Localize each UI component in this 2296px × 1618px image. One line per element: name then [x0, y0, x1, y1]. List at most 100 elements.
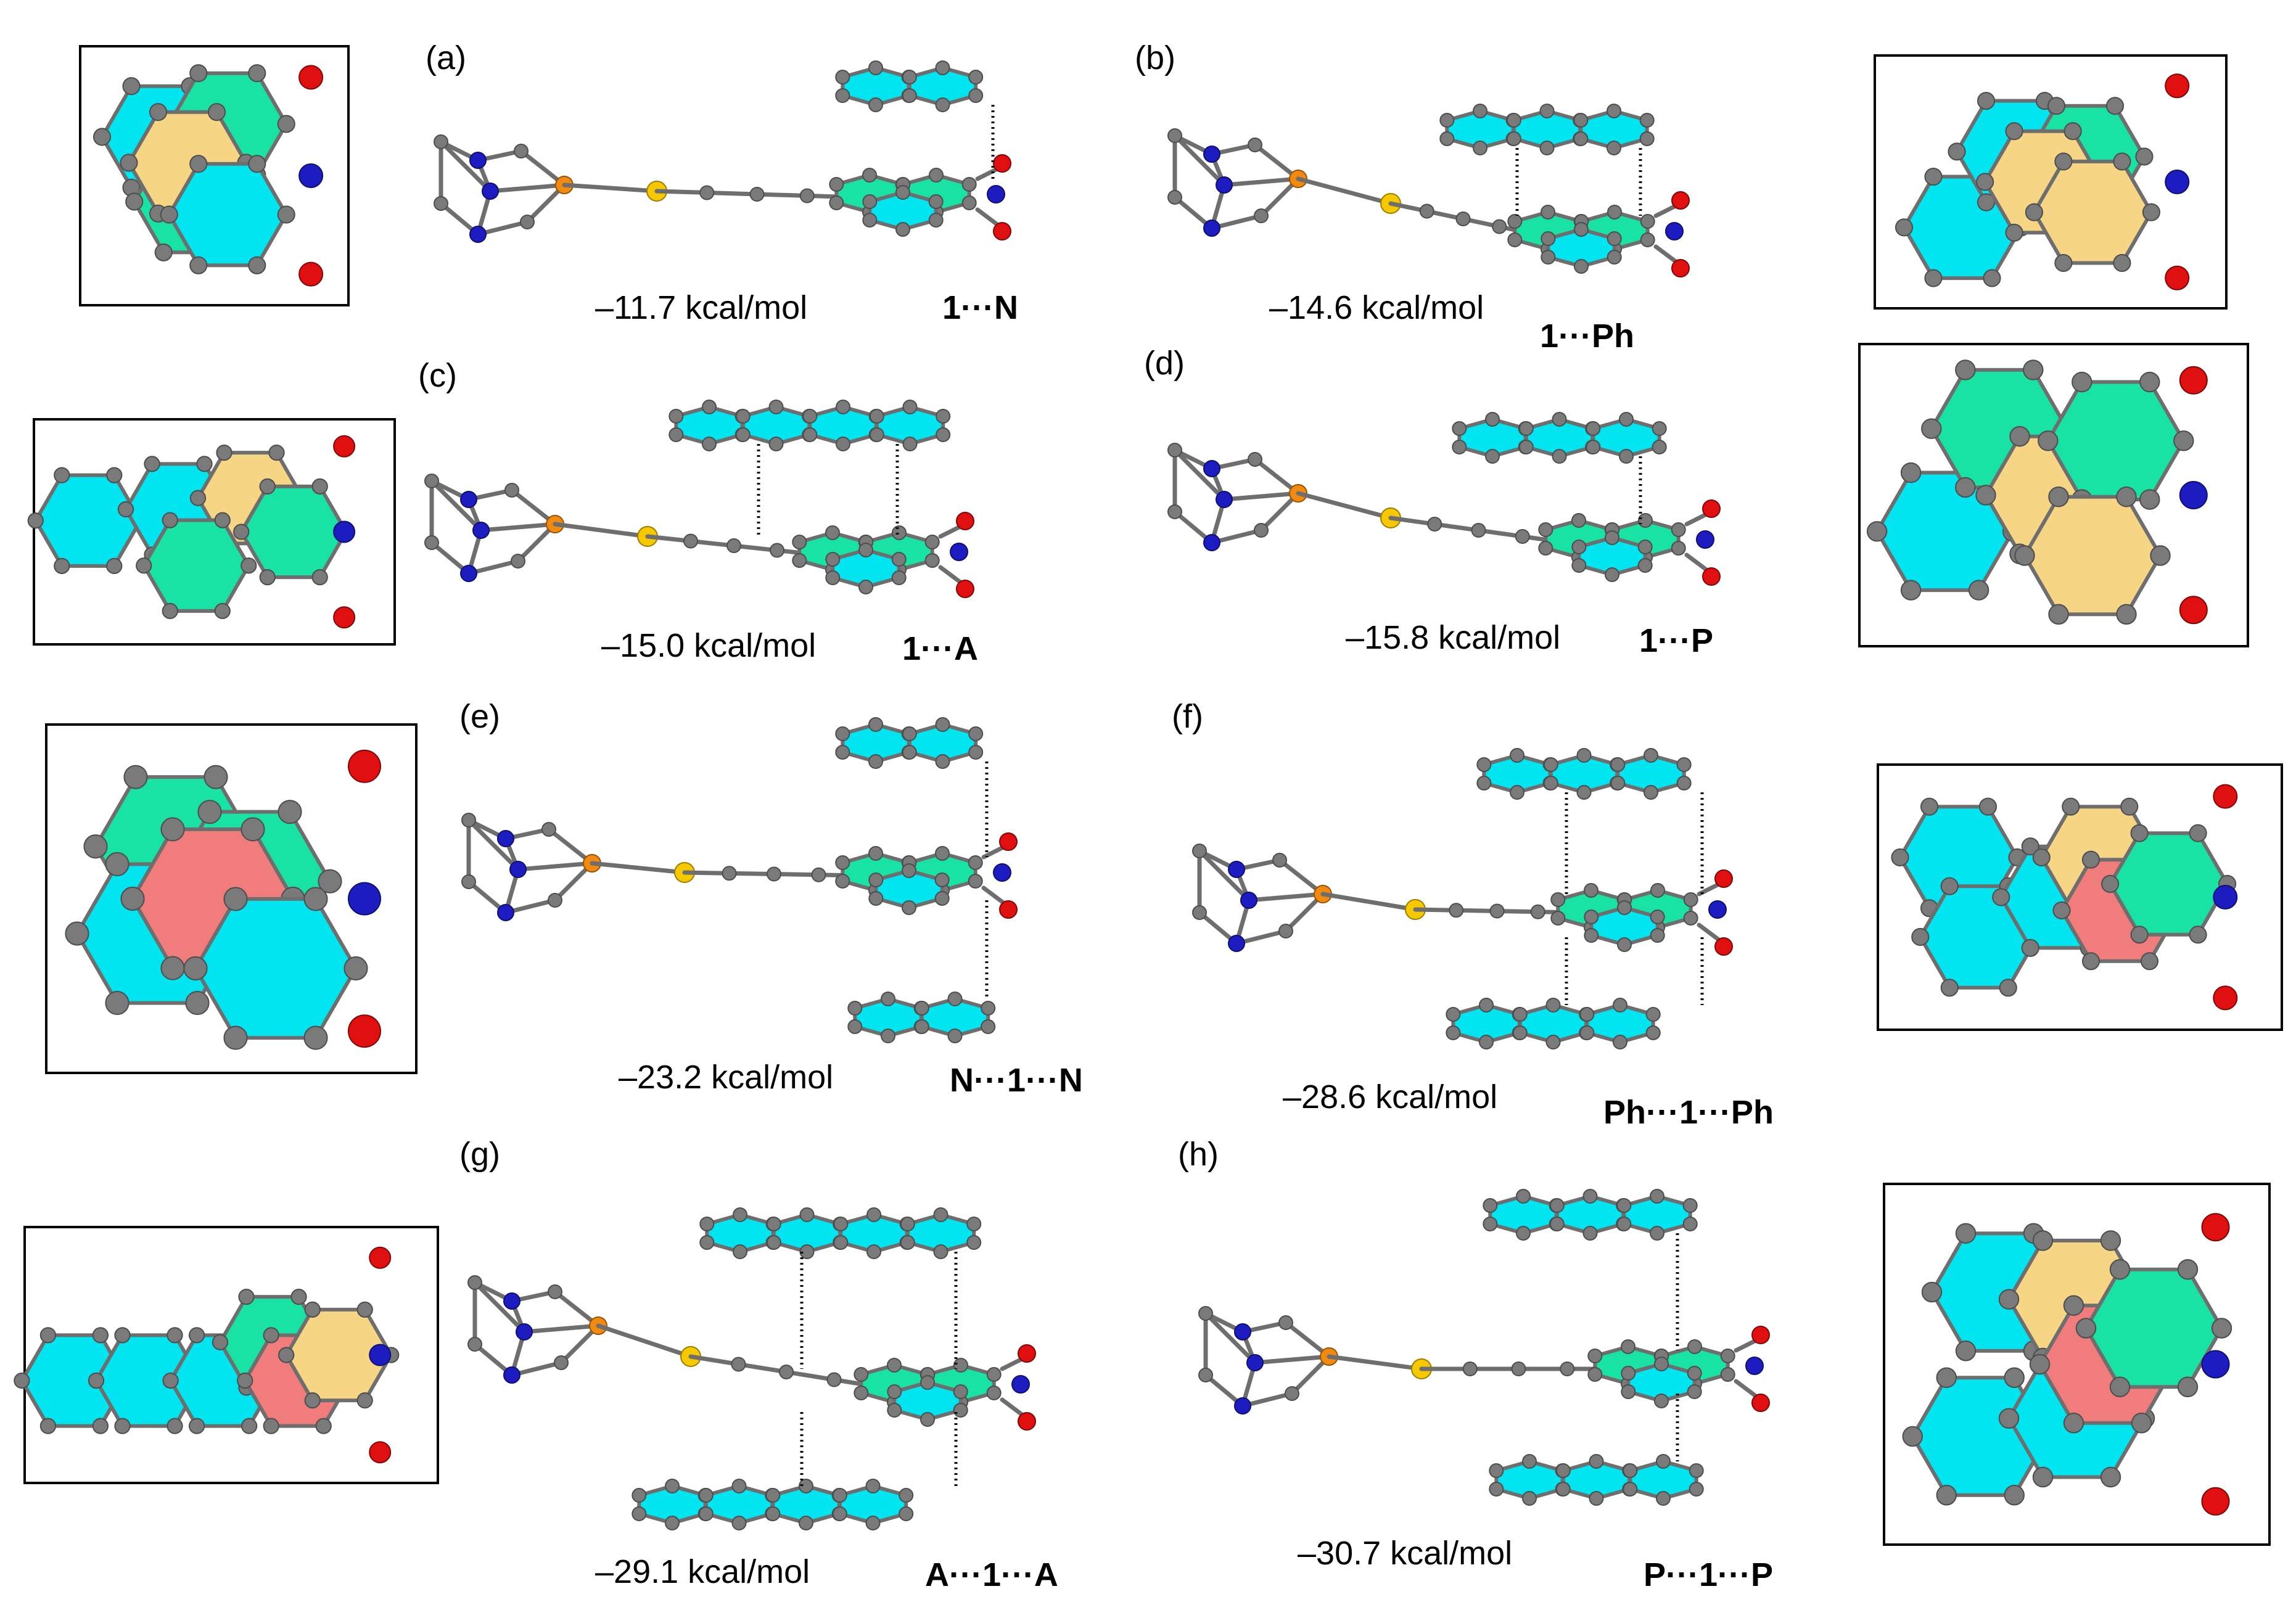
c-atom: [665, 1516, 680, 1530]
c-atom: [899, 1488, 914, 1503]
n-atom: [2213, 885, 2238, 910]
c-atom: [1623, 1463, 1638, 1478]
c-atom: [2177, 1259, 2199, 1280]
c-atom: [1485, 412, 1500, 427]
c-atom: [1492, 219, 1507, 234]
c-atom: [1650, 1189, 1664, 1204]
c-atom: [1623, 1482, 1638, 1497]
c-atom: [836, 437, 850, 451]
c-atom: [924, 553, 940, 568]
c-atom: [865, 1479, 881, 1493]
c-atom: [895, 185, 910, 200]
c-atom: [1639, 131, 1655, 146]
c-atom: [735, 427, 751, 442]
o-atom: [369, 1246, 392, 1269]
panel-label-b: (b): [1135, 39, 1175, 76]
c-atom: [1640, 214, 1655, 229]
n-atom: [2201, 1350, 2230, 1379]
c-atom: [1687, 1384, 1702, 1399]
c-atom: [434, 134, 448, 149]
n-atom: [1234, 1397, 1251, 1415]
c-atom: [1617, 937, 1632, 952]
c-atom: [160, 817, 185, 842]
c-atom: [1644, 785, 1658, 800]
bond: [1203, 1311, 1257, 1365]
c-atom: [2038, 430, 2059, 451]
c-atom: [1656, 1491, 1671, 1506]
c-atom: [799, 1479, 813, 1493]
c-atom: [868, 717, 883, 732]
c-atom: [1576, 785, 1592, 800]
c-atom: [183, 956, 208, 981]
c-atom: [123, 765, 148, 789]
c-atom: [866, 1244, 881, 1259]
c-atom: [968, 874, 983, 889]
c-atom: [862, 168, 877, 183]
c-atom: [1621, 1339, 1636, 1354]
c-atom: [1683, 911, 1698, 926]
o-atom: [956, 512, 974, 530]
c-atom: [304, 1392, 321, 1409]
c-atom: [836, 400, 850, 414]
c-atom: [1621, 1366, 1636, 1381]
c-atom: [241, 557, 257, 574]
c-atom: [1689, 1463, 1704, 1478]
complex-name-h: P···1···P: [1644, 1556, 1773, 1593]
n-atom: [497, 904, 514, 921]
c-atom: [1621, 1384, 1636, 1399]
c-atom: [1473, 104, 1487, 118]
o-atom: [1018, 1412, 1036, 1431]
c-atom: [968, 726, 984, 741]
c-atom: [1518, 421, 1534, 436]
c-atom: [196, 456, 213, 472]
c-atom: [799, 188, 815, 203]
bond: [1222, 491, 1301, 502]
n-atom: [509, 861, 527, 878]
c-atom: [2021, 938, 2039, 957]
c-atom: [733, 1244, 747, 1259]
c-atom: [117, 501, 134, 518]
overlap-insets: [14, 45, 2283, 1546]
n-atom: [993, 863, 1011, 882]
c-atom: [188, 1418, 205, 1434]
c-atom: [1968, 580, 1989, 601]
o-atom: [333, 435, 356, 458]
c-atom: [2009, 426, 2030, 447]
o-atom: [1702, 567, 1721, 586]
o-atom: [1751, 1394, 1770, 1412]
c-atom: [268, 444, 285, 461]
c-atom: [1977, 91, 1996, 110]
bond: [516, 861, 595, 872]
c-atom: [136, 557, 152, 574]
c-atom: [1506, 131, 1521, 146]
n-atom: [1745, 1357, 1764, 1375]
c-atom: [1613, 998, 1627, 1012]
c-atom: [902, 726, 917, 741]
c-atom: [2116, 487, 2137, 507]
c-atom: [1720, 1349, 1735, 1363]
panel-texts: (a) (b) (c) (d) (e) (f) (g) (h) –11.7 kc…: [418, 39, 1774, 1593]
c-atom: [1571, 513, 1586, 528]
n-atom: [503, 1366, 521, 1384]
inset-frame: [1874, 54, 2228, 310]
c-atom: [14, 1372, 30, 1389]
c-atom: [934, 873, 950, 887]
c-atom: [768, 400, 784, 414]
c-atom: [935, 717, 950, 732]
n-atom: [348, 882, 381, 916]
c-atom: [223, 1025, 248, 1050]
c-atom: [902, 863, 916, 878]
complex-name-g: A···1···A: [925, 1556, 1058, 1593]
c-atom: [344, 956, 368, 981]
c-atom: [1682, 1198, 1698, 1213]
energy-h: –30.7 kcal/mol: [1298, 1535, 1512, 1572]
c-atom: [2116, 604, 2137, 625]
n-atom: [2179, 481, 2208, 509]
c-atom: [792, 553, 807, 568]
inset-a: [79, 45, 350, 306]
c-atom: [1272, 853, 1287, 868]
c-atom: [2139, 371, 2160, 393]
c-atom: [1911, 927, 1930, 947]
c-atom: [1921, 1281, 1943, 1303]
c-atom: [114, 1327, 131, 1344]
